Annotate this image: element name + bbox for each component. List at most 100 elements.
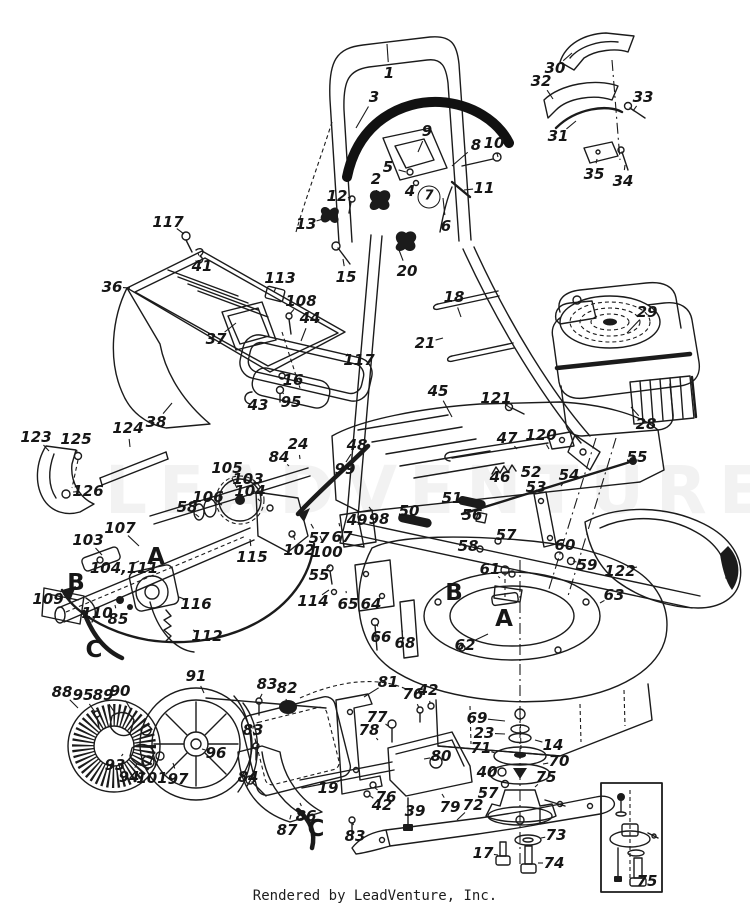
part-callout-18: 18 bbox=[443, 288, 465, 306]
leader-line-86 bbox=[299, 802, 302, 807]
part-callout-107: 107 bbox=[104, 519, 136, 537]
leader-line-120 bbox=[545, 444, 550, 450]
part-callout-36: 36 bbox=[101, 278, 123, 296]
part-callout-14: 14 bbox=[542, 736, 564, 754]
leader-line-108 bbox=[289, 309, 295, 315]
leader-line-29 bbox=[626, 319, 640, 334]
part-callout-77: 77 bbox=[366, 708, 388, 726]
leader-line-57 bbox=[310, 523, 315, 529]
part-callout-65: 65 bbox=[337, 595, 359, 613]
leader-line-95 bbox=[88, 703, 96, 713]
part-callout-106: 106 bbox=[192, 488, 224, 506]
leader-line-68 bbox=[401, 629, 404, 633]
part-callout-3: 3 bbox=[368, 88, 380, 106]
leader-line-15 bbox=[342, 258, 345, 267]
part-callout-90: 90 bbox=[109, 682, 131, 700]
part-callout-1: 1 bbox=[383, 64, 395, 82]
leader-line-81 bbox=[363, 687, 379, 698]
part-callout-42: 42 bbox=[371, 796, 393, 814]
leader-line-31 bbox=[566, 120, 577, 130]
leader-line-1 bbox=[386, 43, 389, 63]
part-callout-75: 75 bbox=[535, 768, 557, 786]
part-callout-67: 67 bbox=[331, 528, 353, 546]
part-callout-87: 87 bbox=[276, 821, 298, 839]
leader-line-76 bbox=[373, 786, 378, 791]
leader-line-17 bbox=[493, 853, 499, 856]
part-callout-61: 61 bbox=[479, 560, 501, 578]
part-callout-66: 66 bbox=[370, 628, 392, 646]
part-callout-98: 98 bbox=[368, 510, 390, 528]
leader-line-13 bbox=[316, 218, 324, 222]
leader-line-14 bbox=[534, 739, 543, 743]
part-callout-19: 19 bbox=[317, 779, 339, 797]
leader-line-54 bbox=[560, 483, 563, 487]
part-callout-70: 70 bbox=[548, 752, 570, 770]
part-callout-52: 52 bbox=[520, 463, 542, 481]
part-callout-B: B bbox=[67, 570, 85, 596]
part-callout-48: 48 bbox=[346, 436, 368, 454]
part-callout-56: 56 bbox=[461, 506, 483, 524]
part-callout-88: 88 bbox=[51, 683, 73, 701]
leader-line-84 bbox=[286, 463, 290, 467]
part-callout-38: 38 bbox=[145, 413, 167, 431]
leader-line-117 bbox=[176, 228, 185, 235]
part-callout-31: 31 bbox=[547, 127, 569, 145]
leader-line-103 bbox=[252, 488, 257, 495]
leader-line-77 bbox=[385, 723, 389, 727]
leader-line-101 bbox=[154, 761, 157, 768]
leader-line-98 bbox=[368, 506, 373, 511]
part-callout-117: 117 bbox=[152, 213, 184, 231]
part-callout-57: 57 bbox=[495, 526, 517, 544]
leader-line-116 bbox=[178, 596, 187, 601]
part-callout-5: 5 bbox=[382, 158, 394, 176]
leader-line-42 bbox=[368, 794, 374, 799]
discharge-guard-parts bbox=[36, 445, 169, 515]
part-callout-20: 20 bbox=[396, 262, 418, 280]
leader-line-112 bbox=[192, 629, 198, 633]
part-callout-112: 112 bbox=[191, 627, 223, 645]
part-callout-71: 71 bbox=[470, 739, 492, 757]
lower-handle bbox=[339, 231, 601, 548]
leader-line-61 bbox=[497, 575, 501, 579]
part-callout-115: 115 bbox=[236, 548, 268, 566]
wheel-assembly bbox=[67, 687, 327, 801]
part-callout-30: 30 bbox=[544, 59, 566, 77]
leader-line-41 bbox=[197, 252, 200, 256]
part-callout-97: 97 bbox=[167, 770, 189, 788]
part-callout-117: 117 bbox=[343, 351, 375, 369]
part-callout-21: 21 bbox=[414, 334, 436, 352]
leader-line-123 bbox=[43, 444, 50, 452]
leader-line-94 bbox=[134, 763, 138, 768]
leader-line-107 bbox=[127, 535, 140, 547]
part-callout-A: A bbox=[495, 606, 513, 632]
part-callout-45: 45 bbox=[427, 382, 449, 400]
leader-line-117 bbox=[346, 353, 350, 356]
part-callout-96: 96 bbox=[205, 744, 227, 762]
part-callout-86: 86 bbox=[295, 807, 317, 825]
leader-line-63 bbox=[599, 599, 605, 604]
part-callout-75: 75 bbox=[636, 872, 658, 890]
part-callout-44: 44 bbox=[299, 309, 321, 327]
part-callout-94: 94 bbox=[118, 768, 140, 786]
part-callout-29: 29 bbox=[636, 303, 658, 321]
part-callout-93: 93 bbox=[104, 756, 126, 774]
part-callout-95: 95 bbox=[280, 393, 302, 411]
part-callout-10: 10 bbox=[483, 134, 505, 152]
part-callout-58: 58 bbox=[457, 537, 479, 555]
leader-line-105 bbox=[231, 477, 238, 489]
leader-line-85 bbox=[114, 604, 117, 609]
part-callout-99: 99 bbox=[334, 460, 356, 478]
leader-line-24 bbox=[298, 454, 301, 460]
leader-line-93 bbox=[121, 753, 124, 757]
leader-line-47 bbox=[513, 445, 518, 450]
part-callout-116: 116 bbox=[180, 595, 212, 613]
part-callout-62: 62 bbox=[454, 636, 476, 654]
discharge-chute bbox=[584, 508, 742, 609]
leader-line-90 bbox=[125, 700, 132, 711]
part-callout-46: 46 bbox=[489, 468, 511, 486]
part-callout-113: 113 bbox=[264, 269, 296, 287]
leader-line-18 bbox=[457, 307, 462, 318]
